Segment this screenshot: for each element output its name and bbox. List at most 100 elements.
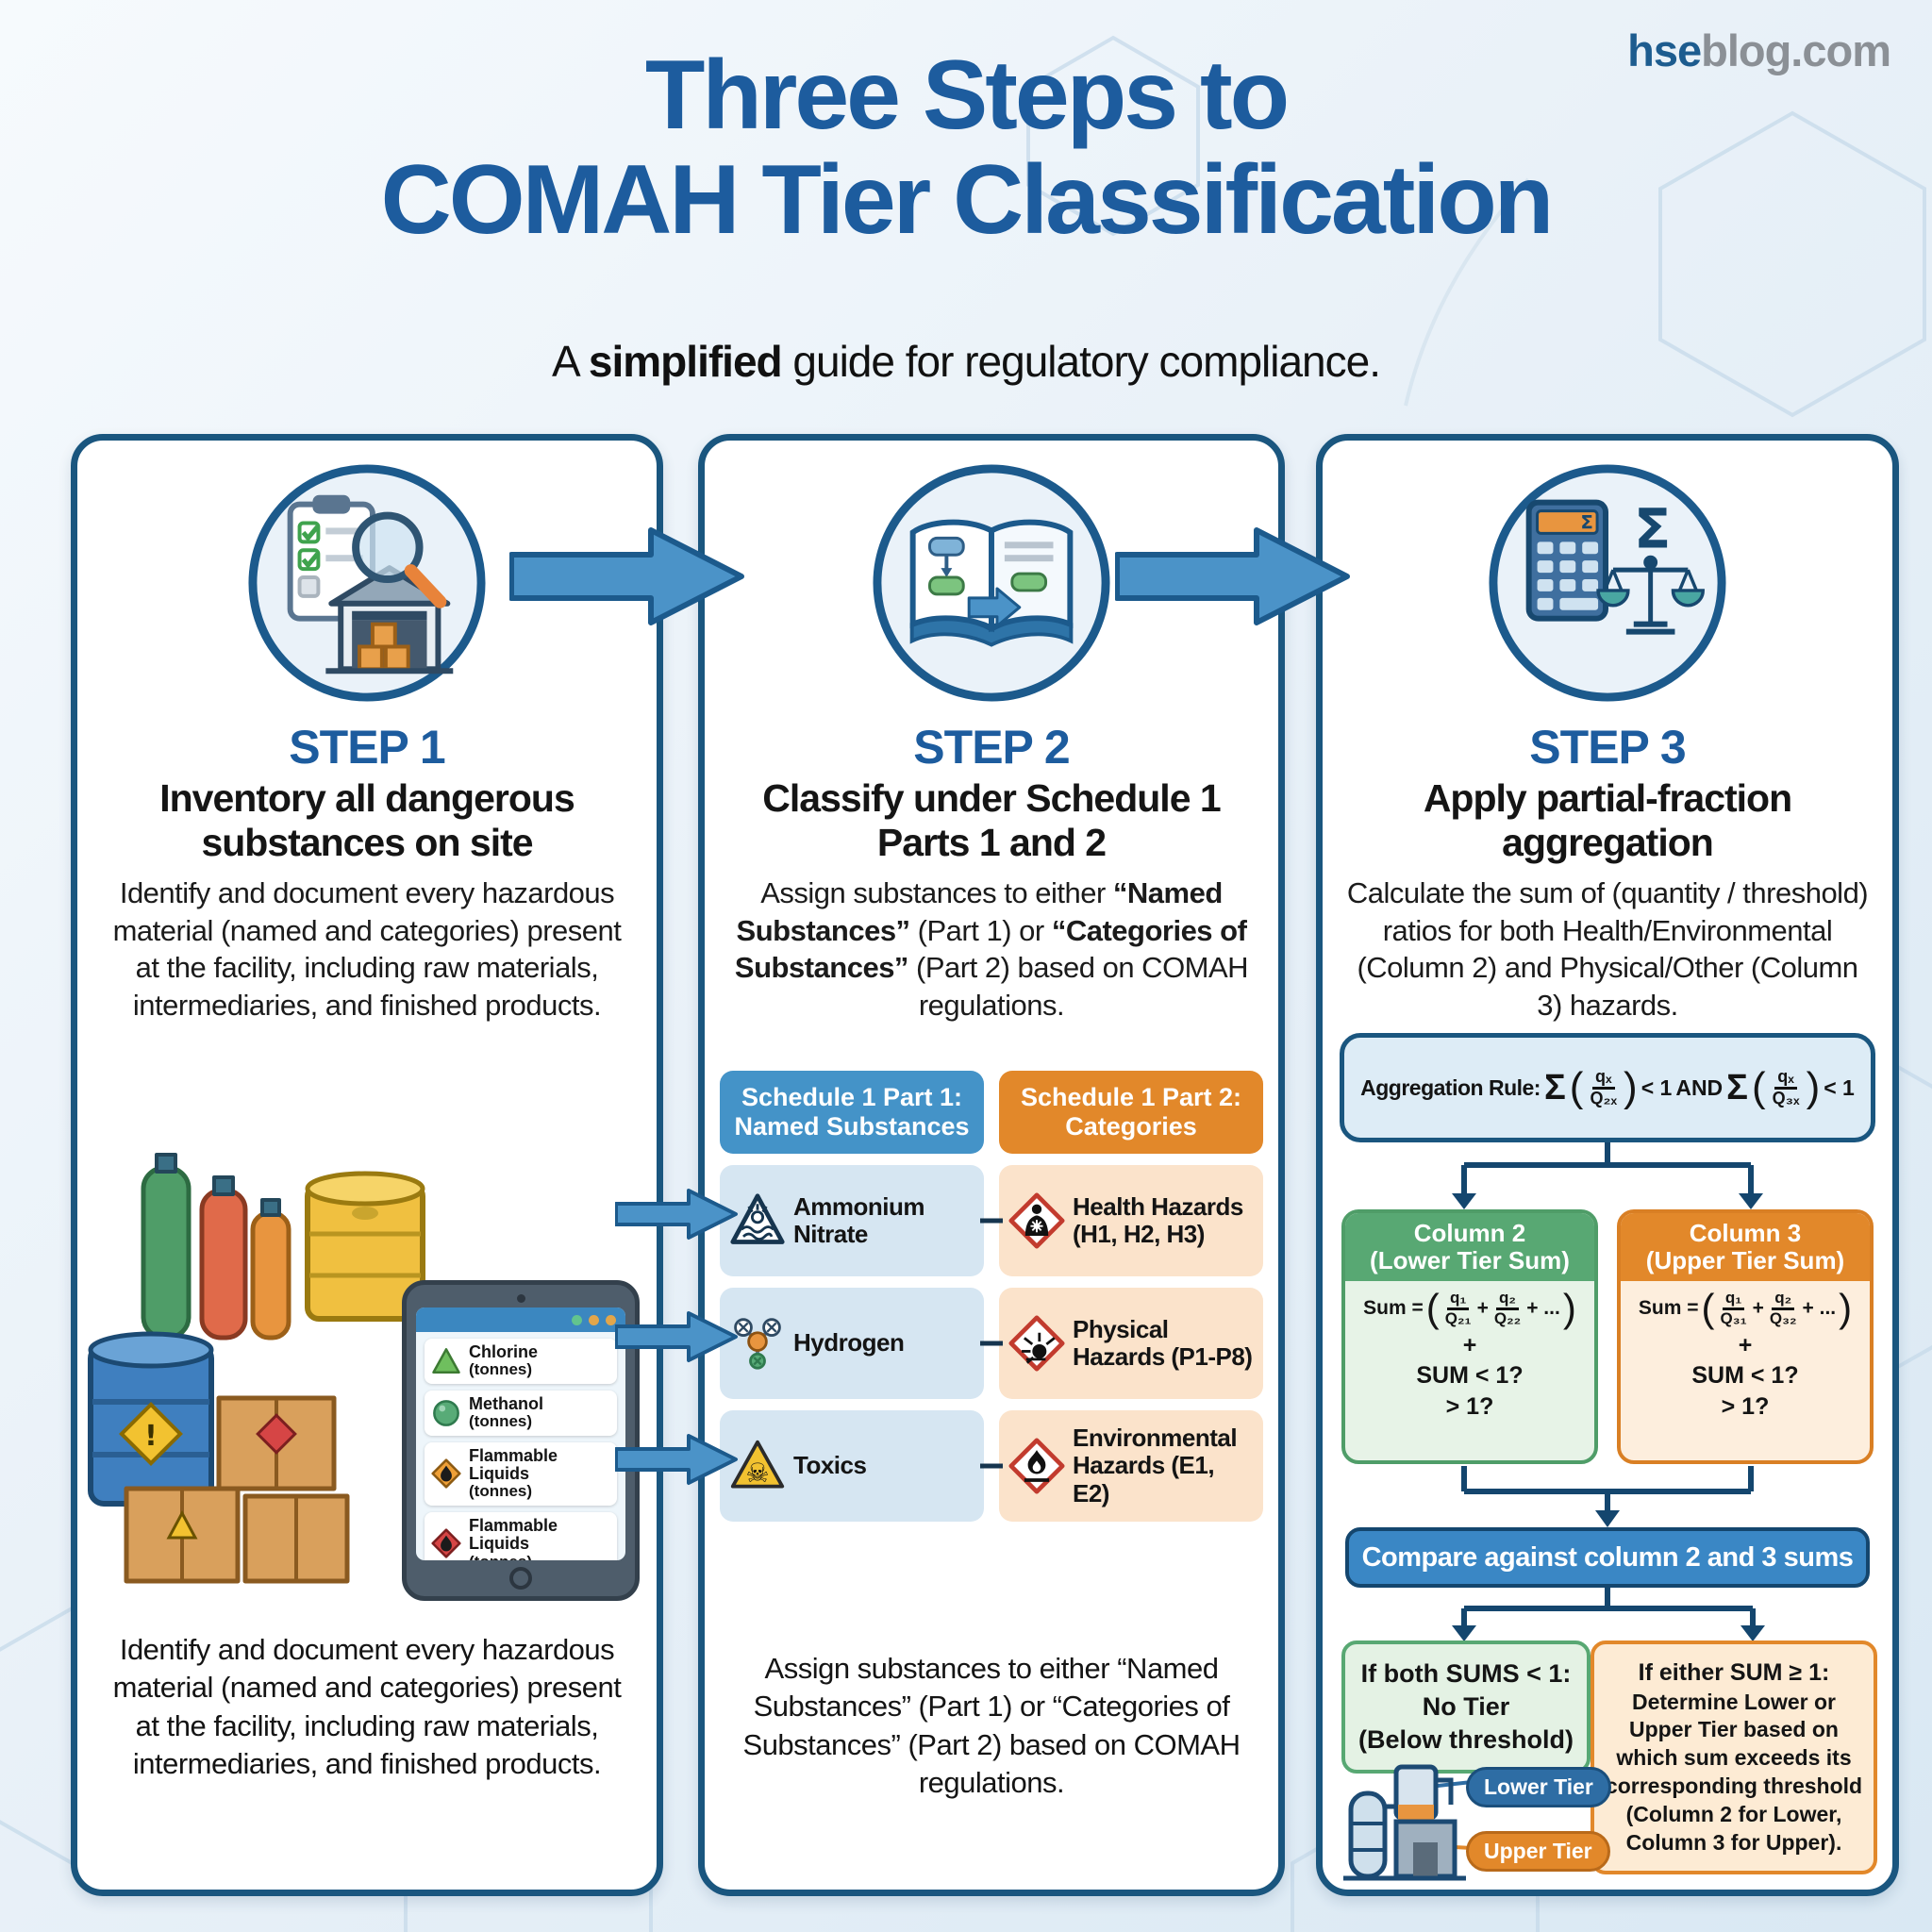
step2-label: STEP 2 [913, 721, 1070, 774]
and-text: AND [1675, 1074, 1724, 1100]
subtitle-bold-text: simplified [588, 337, 783, 386]
orange-dot-icon [606, 1314, 616, 1325]
list-item-chlorine: Chlorine(tonnes) [425, 1339, 617, 1384]
inventory-tablet: Chlorine(tonnes) Methanol(tonnes) Flamma… [402, 1280, 640, 1601]
sum-question-lt1: SUM < 1? [1416, 1362, 1524, 1390]
ghs-environmental-diamond-icon [1008, 1438, 1065, 1494]
sum-equals: Sum = [1638, 1297, 1699, 1320]
paren-open: ( [1701, 1286, 1715, 1331]
step1-panel: STEP 1 Inventory all dangerous substance… [71, 434, 663, 1896]
upper-tier-pill: Upper Tier [1466, 1831, 1610, 1872]
table-row-hydrogen: Hydrogen Physical Hazards (P1-P [705, 1288, 1278, 1399]
plus-sign: + [1462, 1332, 1477, 1359]
green-dot-icon [572, 1314, 582, 1325]
substance-qty: (tonnes) [469, 1360, 533, 1379]
step1-footer-text: Identify and document every hazardous ma… [112, 1633, 622, 1780]
comparison-text: < 1 [1641, 1074, 1673, 1100]
step2-footer-text: Assign substances to either “Named Subst… [742, 1652, 1241, 1799]
svg-text:!: ! [144, 1420, 158, 1453]
desc-text: (Part 2) based on COMAH regulations. [908, 951, 1249, 1023]
step1-label: STEP 1 [289, 721, 445, 774]
page-title-line2: COMAH Tier Classification [380, 145, 1555, 256]
paren-open: ( [1751, 1064, 1766, 1110]
sum-equals: Sum = [1363, 1297, 1424, 1320]
either-sum-condition: If either SUM ≥ 1: [1638, 1659, 1830, 1686]
column2-header: Column 2 (Lower Tier Sum) [1345, 1213, 1594, 1282]
paren-close: ) [1839, 1286, 1853, 1331]
subtitle-text-tail: guide for regulatory compliance. [781, 337, 1381, 386]
fraction-denominator: Q₂₂ [1493, 1308, 1522, 1327]
substance-qty: (tonnes) [469, 1482, 533, 1501]
step1-heading: Inventory all dangerous substances on si… [159, 776, 575, 864]
row-connector-dash [980, 1218, 1003, 1224]
red-flame-diamond-icon [431, 1528, 461, 1559]
plus-sign: + [1752, 1297, 1764, 1320]
category-label: Physical Hazards (P1-P8) [1073, 1314, 1253, 1371]
table-row-ammonium-nitrate: Ammonium Nitrate Health Hazards (H1, H2,… [705, 1165, 1278, 1276]
desc-text: Assign substances to either [760, 876, 1113, 909]
page-subtitle: A simplified guide for regulatory compli… [0, 336, 1932, 387]
desc-bold-named-substances: “Named Substances” [736, 876, 1224, 947]
substance-name: Chlorine [469, 1342, 539, 1361]
named-substance-cell: Ammonium Nitrate [720, 1165, 984, 1276]
category-cell: Health Hazards (H1, H2, H3) [999, 1165, 1263, 1276]
fraction-qx-q3x: qₓ Q₃ₓ [1770, 1067, 1803, 1108]
calculator-sigma-scales-icon: Σ Σ [1489, 464, 1726, 702]
substance-label: Toxics [793, 1451, 867, 1480]
desc-text: (Part 1) or [909, 913, 1052, 947]
named-substance-cell: Hydrogen [720, 1288, 984, 1399]
no-tier-condition: If both SUMS < 1: [1360, 1659, 1572, 1688]
brand-bold-part: hse [1627, 25, 1702, 75]
category-label: Health Hazards (H1, H2, H3) [1073, 1191, 1243, 1248]
below-threshold-label: (Below threshold) [1358, 1725, 1574, 1755]
fraction-denominator: Q₃₂ [1769, 1308, 1797, 1327]
column3-header: Column 3 (Upper Tier Sum) [1621, 1213, 1870, 1282]
svg-text:☠: ☠ [745, 1457, 769, 1489]
step2-panel: STEP 2 Classify under Schedule 1 Parts 1… [698, 434, 1285, 1896]
substance-name: Flammable Liquids [469, 1515, 558, 1554]
table-row-toxics: ☠ Toxics Environmental Hazards (E1, E2) [705, 1410, 1278, 1522]
fraction-numerator: qₓ [1774, 1067, 1797, 1090]
brand-logo: hseblog.com [1627, 25, 1891, 76]
column2-subtitle: (Lower Tier Sum) [1370, 1246, 1570, 1275]
orange-flame-diamond-icon [431, 1458, 461, 1489]
part2-header-pill: Schedule 1 Part 2: Categories [999, 1071, 1263, 1154]
fraction-numerator: q₂ [1496, 1289, 1519, 1310]
fraction-denominator: Q₂₁ [1444, 1308, 1472, 1327]
page-title: Three Steps to COMAH Tier Classification [0, 41, 1932, 256]
category-label: Environmental Hazards (E1, E2) [1073, 1424, 1238, 1507]
green-triangle-icon [432, 1347, 460, 1374]
step3-description: Calculate the sum of (quantity / thresho… [1346, 876, 1869, 1023]
sigma-symbol: Σ [1726, 1068, 1748, 1108]
aggregation-rule-box: Aggregation Rule: Σ ( qₓ Q₂ₓ ) < 1 AND Σ… [1340, 1033, 1875, 1142]
tablet-titlebar [416, 1307, 625, 1332]
open-book-flowchart-icon [873, 464, 1110, 702]
subtitle-text: A [551, 337, 589, 386]
substance-name: Flammable Liquids [469, 1445, 558, 1484]
fraction-numerator: qₓ [1591, 1067, 1615, 1090]
fraction-qx-q2x: qₓ Q₂ₓ [1587, 1067, 1620, 1108]
fraction-numerator: q₁ [1446, 1289, 1470, 1310]
category-cell: Environmental Hazards (E1, E2) [999, 1410, 1263, 1522]
brand-gray-part: blog.com [1701, 25, 1891, 75]
substance-label: Ammonium Nitrate [793, 1191, 925, 1248]
paren-close: ) [1806, 1064, 1821, 1110]
page-title-line1: Three Steps to [644, 41, 1290, 150]
fraction-numerator: q₁ [1722, 1289, 1745, 1310]
schedule1-classification-table: Schedule 1 Part 1: Named Substances Sche… [705, 1071, 1278, 1522]
substance-qty: (tonnes) [469, 1412, 533, 1431]
explosive-warning-triangle-icon [730, 1193, 785, 1244]
skull-warning-triangle-icon: ☠ [730, 1440, 785, 1489]
fraction-denominator: Q₃₁ [1720, 1308, 1747, 1327]
list-item-flammable-1: Flammable Liquids(tonnes) [425, 1441, 617, 1506]
step2-heading: Classify under Schedule 1 Parts 1 and 2 [762, 776, 1221, 864]
column3-title: Column 3 [1689, 1219, 1802, 1247]
no-tier-result-box: If both SUMS < 1: No Tier (Below thresho… [1341, 1641, 1591, 1774]
list-item-methanol: Methanol(tonnes) [425, 1390, 617, 1436]
ellipsis-text: + ... [1802, 1297, 1837, 1320]
table-header-row: Schedule 1 Part 1: Named Substances Sche… [705, 1071, 1278, 1154]
step3-heading: Apply partial-fraction aggregation [1423, 776, 1792, 864]
